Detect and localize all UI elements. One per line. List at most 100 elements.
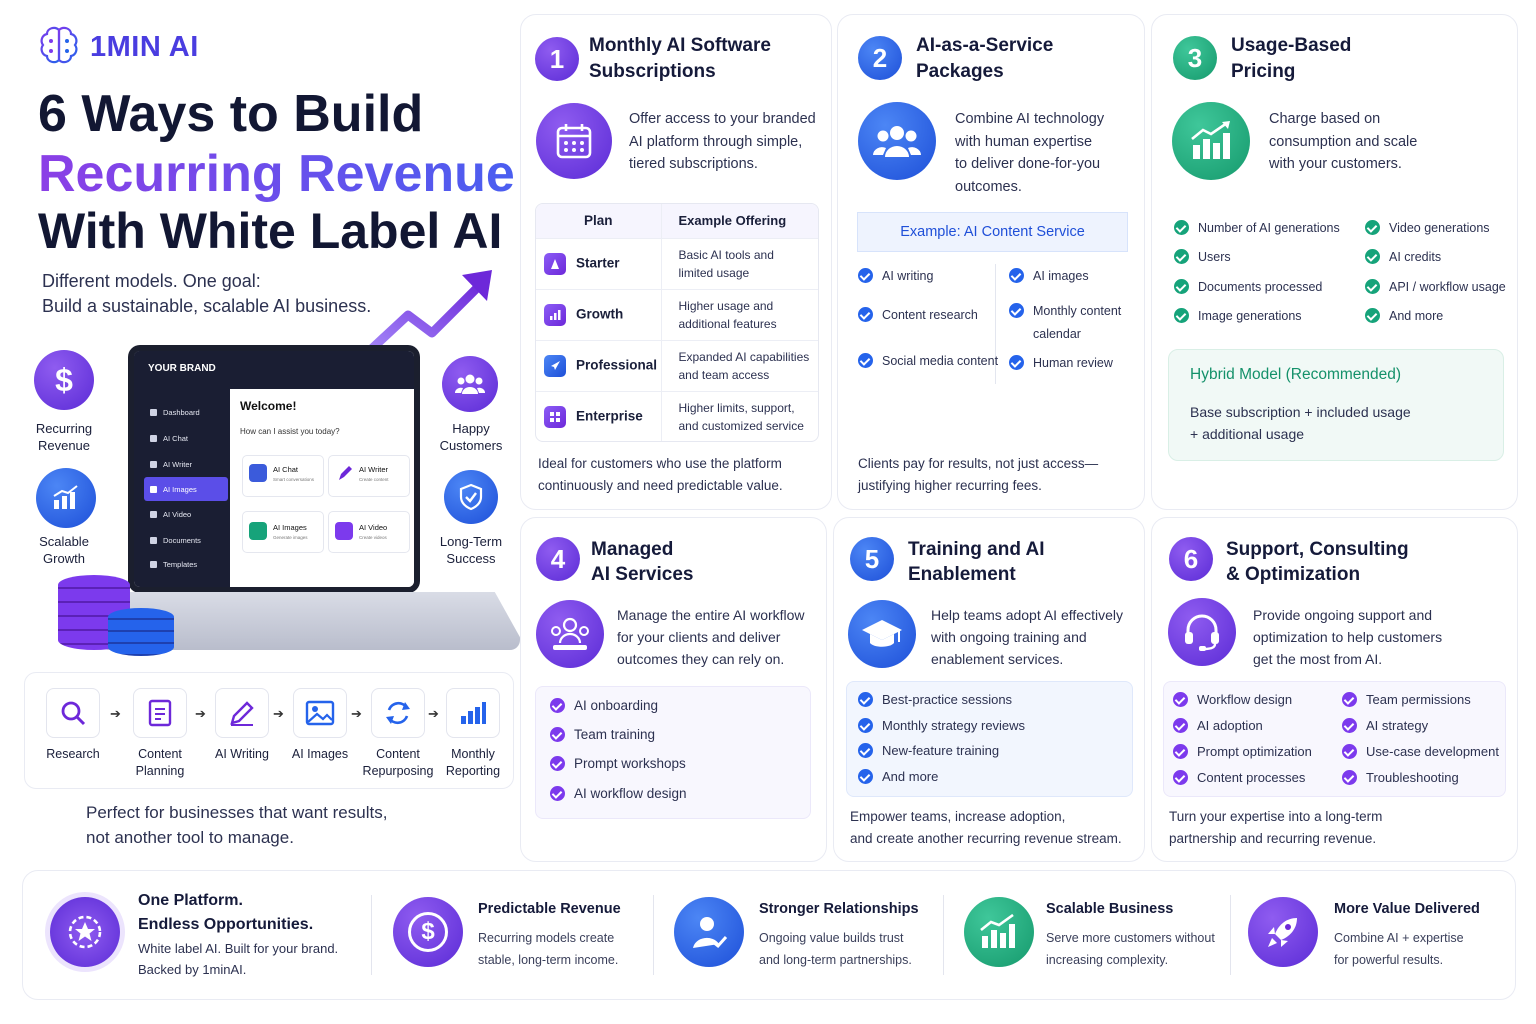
check-icon (1365, 249, 1380, 264)
happy-customers-label: Happy Customers (439, 421, 503, 453)
check-icon (1174, 220, 1189, 235)
list-item: And more (1365, 308, 1443, 323)
benefit2-title: Predictable Revenue (478, 901, 621, 917)
app-sidebar (134, 351, 230, 587)
step-monthly-reporting-bar-chart-icon (446, 688, 500, 738)
growth-chart-icon (1172, 102, 1250, 180)
hero-title-line3: With White Label AI (38, 203, 503, 259)
benefit1-description: White label AI. Built for your brand.Bac… (138, 941, 339, 977)
arrow-icon: ➔ (110, 706, 121, 721)
card3-number-badge: 3 (1173, 36, 1217, 80)
check-icon (550, 756, 565, 771)
card1-title-line1: Monthly AI Software (589, 35, 771, 56)
list-item: AI workflow design (550, 786, 687, 801)
divider (995, 264, 996, 384)
check-icon (1173, 692, 1188, 707)
list-item: AI strategy (1342, 718, 1428, 733)
list-item: AI onboarding (550, 698, 658, 713)
check-icon (1174, 279, 1189, 294)
card6-title-line2: & Optimization (1226, 564, 1361, 585)
check-icon (1342, 692, 1357, 707)
check-icon (1009, 303, 1024, 318)
list-item: AI writing (858, 268, 933, 283)
list-item: New-feature training (858, 743, 999, 758)
check-icon (1365, 279, 1380, 294)
card6-title-line1: Support, Consulting (1226, 539, 1409, 560)
list-item: Number of AI generations (1174, 220, 1340, 235)
long-term-success-shield-icon (444, 470, 498, 524)
dollar-icon: $ (393, 897, 463, 967)
pencil-icon (337, 464, 352, 482)
hero-title-line2: Recurring Revenue (38, 145, 515, 203)
arrow-icon: ➔ (428, 706, 439, 721)
card2-footer: Clients pay for results, not just access… (858, 456, 1099, 493)
badge-star-icon (50, 897, 120, 967)
workflow-tagline-line2: not another tool to manage. (86, 828, 294, 847)
app-welcome: Welcome! (240, 399, 297, 413)
check-icon (1342, 770, 1357, 785)
arrow-icon: ➔ (351, 706, 362, 721)
menu-item-dashboard[interactable]: Dashboard (144, 399, 228, 425)
scalable-growth-chart-icon (36, 468, 96, 528)
hybrid-title: Hybrid Model (Recommended) (1190, 366, 1402, 383)
tile-ai-video[interactable]: AI Video Create videos (328, 511, 410, 553)
list-item: Monthly strategy reviews (858, 718, 1025, 733)
menu-item-ai-video[interactable]: AI Video (144, 501, 228, 527)
card3-title-line2: Pricing (1231, 61, 1296, 82)
headset-icon (1168, 598, 1236, 666)
benefit4-title: Scalable Business (1046, 901, 1174, 917)
list-item: Workflow design (1173, 692, 1292, 707)
menu-item-templates[interactable]: Templates (144, 553, 228, 575)
card1-number-badge: 1 (535, 37, 579, 81)
card5-list-box (846, 681, 1133, 797)
check-icon (1365, 220, 1380, 235)
arrow-icon: ➔ (195, 706, 206, 721)
check-icon (1174, 249, 1189, 264)
card6-number-badge: 6 (1169, 537, 1213, 581)
growth-arrow-icon (361, 270, 492, 359)
menu-item-ai-writer[interactable]: AI Writer (144, 451, 228, 477)
card4-title-line1: Managed (591, 539, 674, 560)
arrow-icon: ➔ (273, 706, 284, 721)
card4-number-badge: 4 (536, 537, 580, 581)
graduation-cap-icon (848, 600, 916, 668)
tile-ai-chat[interactable]: AI Chat Smart conversations (242, 455, 324, 497)
list-item: Use-case development (1342, 744, 1499, 759)
menu-item-ai-chat[interactable]: AI Chat (144, 425, 228, 451)
card5-number-badge: 5 (850, 537, 894, 581)
divider (943, 895, 944, 975)
recurring-revenue-dollar-icon: $ (34, 350, 94, 410)
app-brand: YOUR BRAND (148, 363, 216, 374)
list-item: And more (858, 769, 938, 784)
check-icon (1365, 308, 1380, 323)
step-ai-writing-label: AI Writing (215, 747, 269, 761)
team-people-icon (858, 102, 936, 180)
enterprise-grid-icon (544, 405, 566, 428)
divider (653, 895, 654, 975)
check-icon (858, 268, 873, 283)
menu-item-documents[interactable]: Documents (144, 527, 228, 553)
check-icon (1009, 355, 1024, 370)
tile-ai-writer[interactable]: AI Writer Create content (328, 455, 410, 497)
tile-ai-images[interactable]: AI Images Generate images (242, 511, 324, 553)
managed-team-icon (536, 600, 604, 668)
brand-name: 1MIN AI (90, 31, 199, 63)
check-icon (1173, 718, 1188, 733)
benefit3-title: Stronger Relationships (759, 901, 919, 917)
menu-item-ai-images[interactable]: AI Images (144, 477, 228, 501)
workflow-tagline-line1: Perfect for businesses that want results… (86, 803, 388, 822)
benefit1-title: One Platform.Endless Opportunities. (138, 892, 314, 933)
card1-title-line2: Subscriptions (589, 61, 716, 82)
list-item: Video generations (1365, 220, 1490, 235)
